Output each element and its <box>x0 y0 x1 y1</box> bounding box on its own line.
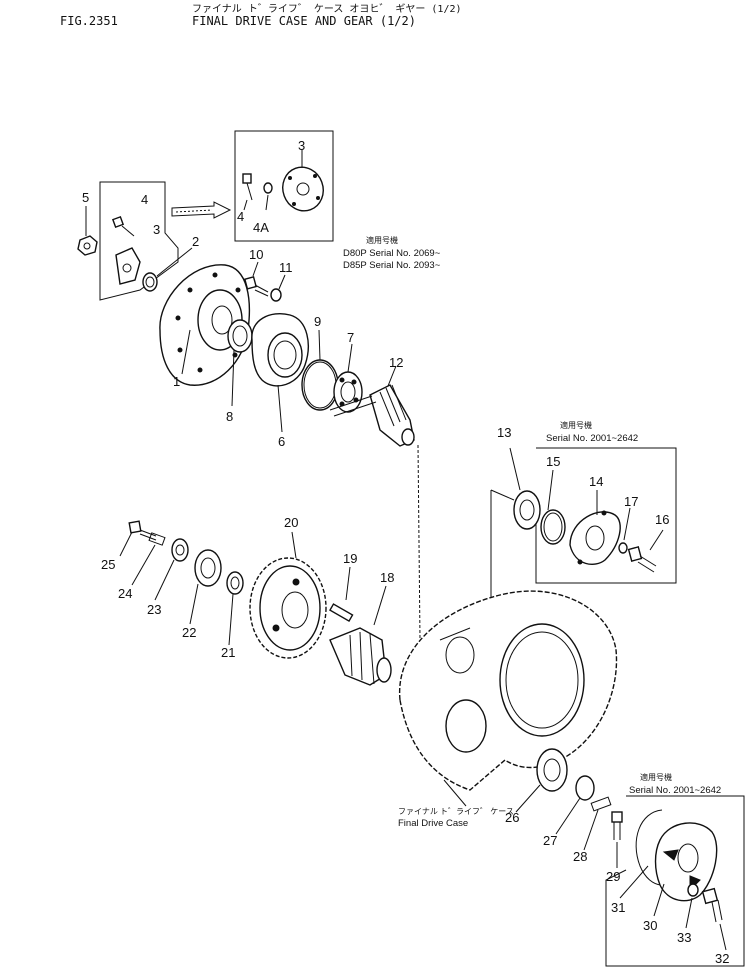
gear-group <box>119 520 392 686</box>
lock-28 <box>583 796 612 851</box>
callout-24: 24 <box>118 586 132 601</box>
callout-8: 8 <box>226 409 233 424</box>
callout-25: 25 <box>101 557 115 572</box>
shim-27 <box>555 775 595 835</box>
low-box-note-1: Serial No. 2001~2642 <box>629 785 721 796</box>
callout-4A: 4A <box>253 220 269 235</box>
cage-6 <box>251 313 309 433</box>
bearing-26 <box>515 748 568 813</box>
final-drive-case <box>398 590 618 807</box>
callout-11: 11 <box>279 260 293 275</box>
pinion-shaft-12 <box>329 365 440 641</box>
mid-box-note-1: Serial No. 2001~2642 <box>546 433 638 444</box>
callout-6: 6 <box>278 434 285 449</box>
callout-28: 28 <box>573 849 587 864</box>
callout-19: 19 <box>343 551 357 566</box>
callout-1: 1 <box>173 374 180 389</box>
callout-4: 4 <box>141 192 148 207</box>
callout-23: 23 <box>147 602 161 617</box>
callout-15: 15 <box>546 454 560 469</box>
callout-16: 16 <box>655 512 669 527</box>
bearing-7 <box>333 343 363 413</box>
figure-title-jp: ファイナル ト゛ライフ゛ ケース オヨヒ゛ ギヤー (1/2) <box>192 4 462 15</box>
callout-9: 9 <box>314 314 321 329</box>
seal-2 <box>142 247 193 292</box>
top-box-note-jp: 適用号機 <box>366 235 398 245</box>
callout-13: 13 <box>497 425 511 440</box>
callout-4-inset: 4 <box>237 209 244 224</box>
callout-3: 3 <box>153 222 160 237</box>
case-label-en: Final Drive Case <box>398 818 468 829</box>
bolt-10-washer-11 <box>243 261 286 302</box>
callout-30: 30 <box>643 918 657 933</box>
callout-2: 2 <box>192 234 199 249</box>
callout-29: 29 <box>606 869 620 884</box>
bolt-29 <box>611 811 623 868</box>
callout-18: 18 <box>380 570 394 585</box>
mid-inset-box <box>490 447 677 660</box>
callout-22: 22 <box>182 625 196 640</box>
callout-32: 32 <box>715 951 729 966</box>
callout-33: 33 <box>677 930 691 945</box>
callout-27: 27 <box>543 833 557 848</box>
callout-31: 31 <box>611 900 625 915</box>
callout-10: 10 <box>249 247 263 262</box>
top-box-note-1: D80P Serial No. 2069~ <box>343 248 441 259</box>
callout-3-inset: 3 <box>298 138 305 153</box>
top-inset-box <box>234 130 334 242</box>
direction-arrow <box>171 201 232 219</box>
callout-26: 26 <box>505 810 519 825</box>
callout-7: 7 <box>347 330 354 345</box>
callout-21: 21 <box>221 645 235 660</box>
low-inset-box <box>605 795 745 967</box>
case-label-jp: ファイナル ト゛ライフ゛ ケース <box>398 807 514 816</box>
callout-14: 14 <box>589 474 603 489</box>
mid-box-note-jp: 適用号機 <box>560 420 592 430</box>
figure-number: FIG.2351 <box>60 14 118 28</box>
bolt-plate-group <box>77 181 179 301</box>
callout-12: 12 <box>389 355 403 370</box>
top-box-note-2: D85P Serial No. 2093~ <box>343 260 441 271</box>
low-box-note-jp: 適用号機 <box>640 772 672 782</box>
retainer-housing-1 <box>159 264 251 386</box>
figure-title-en: FINAL DRIVE CASE AND GEAR (1/2) <box>192 14 416 28</box>
callout-5: 5 <box>82 190 89 205</box>
callout-20: 20 <box>284 515 298 530</box>
callout-17: 17 <box>624 494 638 509</box>
